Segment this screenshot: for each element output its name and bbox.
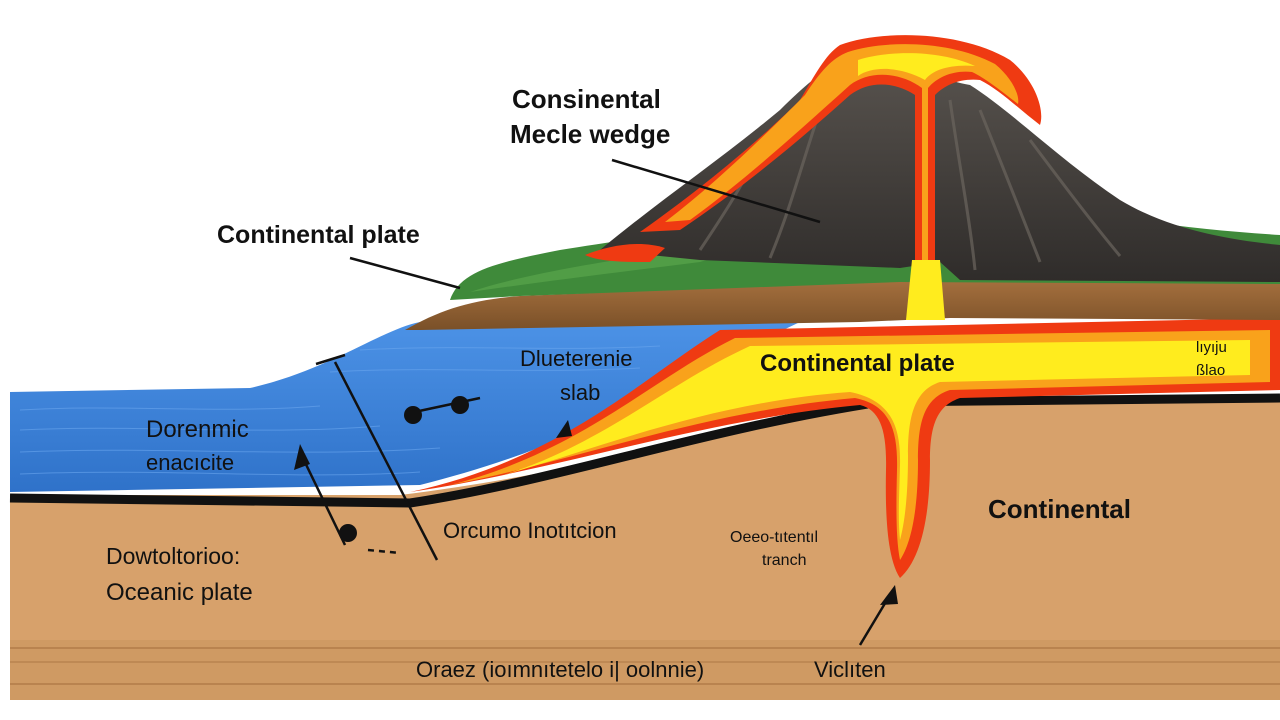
label-oceanic-slab-line2: slab <box>560 380 600 405</box>
plate-boundary <box>9 393 1280 508</box>
label-mantle-wedge-line1: Consinental <box>512 84 661 114</box>
label-bottom: Oraez (ioımnıtetelo i| oolnnie) <box>416 657 704 682</box>
label-downwelling-line1: Dowtoltorioo: <box>106 543 240 569</box>
label-edge-line2: ßlao <box>1196 362 1225 379</box>
magma-middle <box>450 330 1270 560</box>
marker-dot <box>404 406 422 424</box>
soil-layer <box>405 280 1280 330</box>
marker-dot <box>451 396 469 414</box>
continental-crust-block <box>10 395 1280 640</box>
label-downwelling-line2: Oceanic plate <box>106 579 253 606</box>
label-continental-plate-top: Continental plate <box>217 221 420 249</box>
label-edge-line1: lıyıju <box>1196 339 1227 356</box>
label-oceanic-mantle: Orcumo Inotıtcion <box>443 518 617 543</box>
arrowhead-slab <box>556 420 572 438</box>
label-continental-plate-magma: Continental plate <box>760 350 955 377</box>
ocean-waves <box>19 345 661 476</box>
lava-spill <box>585 244 665 262</box>
label-oceanic-slab-line1: Dlueterenie <box>520 346 633 371</box>
label-volcano: Viclıten <box>814 657 886 682</box>
magma-conduit <box>906 260 945 320</box>
label-oceanic-left-line2: enacıcite <box>146 450 234 475</box>
arrowhead-up <box>294 444 310 470</box>
ocean-water <box>10 322 800 492</box>
label-trench-line1: Oeeo-tıtentıl <box>730 529 818 546</box>
lava-flow-middle <box>665 44 1019 300</box>
label-continental-right: Continental <box>988 494 1131 524</box>
label-oceanic-left-line1: Dorenmic <box>146 416 249 443</box>
marker-dot <box>339 524 357 542</box>
magma-core <box>500 340 1250 540</box>
base-layer <box>10 640 1280 700</box>
arrowhead-volcano <box>880 585 898 605</box>
volcano-mountain <box>600 50 1280 282</box>
label-mantle-wedge-line2: Mecle wedge <box>510 119 670 149</box>
label-trench-line2: tranch <box>762 552 806 569</box>
